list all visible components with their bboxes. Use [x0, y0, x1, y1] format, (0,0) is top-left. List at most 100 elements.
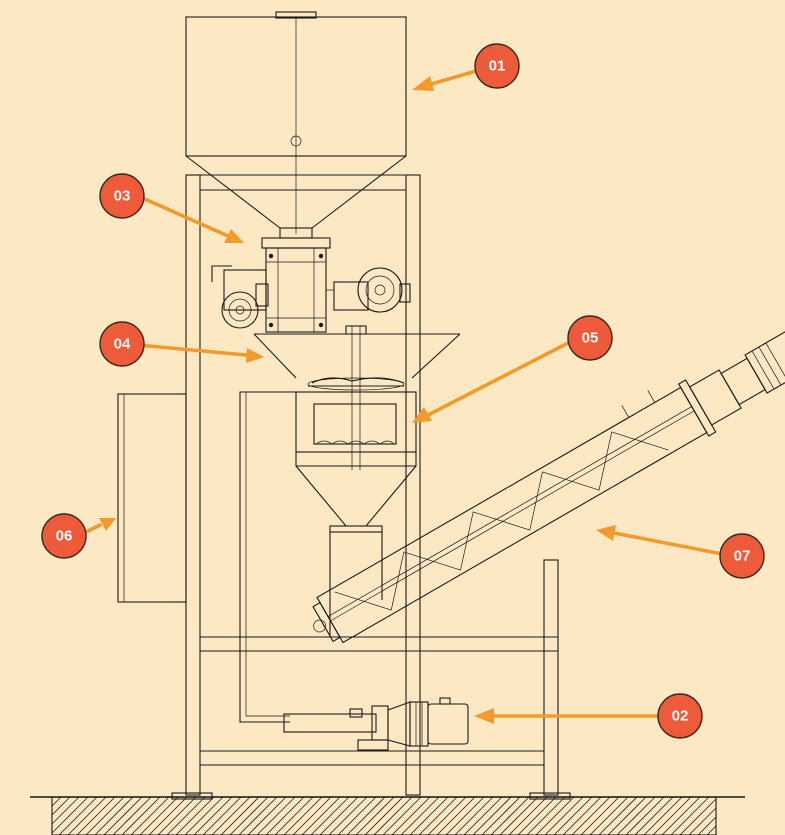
hatch-line	[292, 796, 332, 835]
rotary-valve	[211, 237, 411, 333]
arrows	[84, 69, 724, 724]
floor	[30, 796, 745, 835]
weighing-funnel	[253, 325, 461, 470]
hatch-line	[301, 796, 341, 835]
hatch-line	[130, 796, 170, 835]
hatch-line	[562, 796, 602, 835]
hatch-line	[76, 796, 116, 835]
hatch-line	[706, 825, 717, 835]
callout-badge	[567, 315, 613, 361]
hatch-line	[535, 796, 575, 835]
hatch-line	[148, 796, 188, 835]
hatch-line	[238, 796, 278, 835]
hatch-line	[310, 796, 350, 835]
hatch-line	[427, 796, 467, 835]
hatch-line	[283, 796, 323, 835]
hatch-line	[346, 796, 386, 835]
hatch-line	[490, 796, 530, 835]
hatch-line	[175, 796, 215, 835]
hatch-line	[454, 796, 494, 835]
callout-badge	[657, 693, 703, 739]
hatch-line	[328, 796, 368, 835]
callout-badge	[99, 321, 145, 367]
callout-badge	[719, 533, 765, 579]
hatch-line	[643, 796, 683, 835]
hatch-line	[51, 796, 80, 825]
hatch-line	[481, 796, 521, 835]
hatch-line	[51, 796, 62, 807]
callout-07: 07	[719, 533, 765, 579]
screw-conveyor	[312, 326, 785, 644]
hatch-line	[103, 796, 143, 835]
hatch-line	[256, 796, 296, 835]
hatch-line	[247, 796, 287, 835]
hatch-line	[463, 796, 503, 835]
callout-label: 01	[489, 58, 506, 75]
hatch-line	[580, 796, 620, 835]
arrow-07	[596, 525, 724, 556]
hatch-line	[319, 796, 359, 835]
callout-badge	[41, 513, 87, 559]
callout-label: 04	[114, 336, 131, 353]
hatch-line	[51, 796, 71, 816]
hatch-line	[67, 796, 107, 835]
hatch-line	[184, 796, 224, 835]
hatch-line	[589, 796, 629, 835]
hatch-line	[157, 796, 197, 835]
callout-label: 05	[582, 330, 599, 347]
callout-04: 04	[99, 321, 145, 367]
hatch-line	[508, 796, 548, 835]
hatch-line	[553, 796, 593, 835]
arrow-05	[412, 340, 572, 423]
hatch-line	[265, 796, 305, 835]
hatch-line	[355, 796, 395, 835]
hatch-line	[139, 796, 179, 835]
hatch-line	[400, 796, 440, 835]
main-frame	[171, 174, 571, 800]
hatch-line	[51, 796, 89, 834]
hatch-line	[634, 796, 674, 835]
hatch-line	[166, 796, 206, 835]
hatch-line	[112, 796, 152, 835]
hopper	[185, 11, 407, 239]
hatch-line	[373, 796, 413, 835]
hatch-line	[121, 796, 161, 835]
hatch-line	[661, 796, 701, 835]
hatch-line	[382, 796, 422, 835]
arrow-02	[474, 708, 666, 724]
hatch-line	[391, 796, 431, 835]
hatch-line	[652, 796, 692, 835]
hatch-line	[58, 796, 98, 835]
hatch-line	[571, 796, 611, 835]
arrow-04	[136, 343, 264, 363]
callout-03: 03	[99, 173, 145, 219]
piping	[239, 391, 300, 723]
callout-06: 06	[41, 513, 87, 559]
arrow-01	[412, 69, 478, 91]
hatch-line	[220, 796, 260, 835]
hatch-line	[364, 796, 404, 835]
hatch-line	[202, 796, 242, 835]
hatch-line	[616, 796, 656, 835]
hatch-line	[679, 798, 717, 835]
hatch-line	[517, 796, 557, 835]
floor-hatching	[51, 796, 717, 835]
callout-05: 05	[567, 315, 613, 361]
hatch-line	[193, 796, 233, 835]
hatch-line	[229, 796, 269, 835]
hatch-line	[418, 796, 458, 835]
hatch-line	[85, 796, 125, 835]
hatch-line	[670, 796, 710, 835]
callout-01: 01	[474, 43, 520, 89]
arrow-03	[136, 194, 244, 243]
callout-label: 03	[114, 188, 131, 205]
callout-02: 02	[657, 693, 703, 739]
pump	[283, 697, 469, 751]
hatch-line	[472, 796, 512, 835]
hatch-line	[436, 796, 476, 835]
hatch-line	[211, 796, 251, 835]
callout-label: 06	[56, 528, 73, 545]
hatch-line	[445, 796, 485, 835]
hatch-line	[337, 796, 377, 835]
